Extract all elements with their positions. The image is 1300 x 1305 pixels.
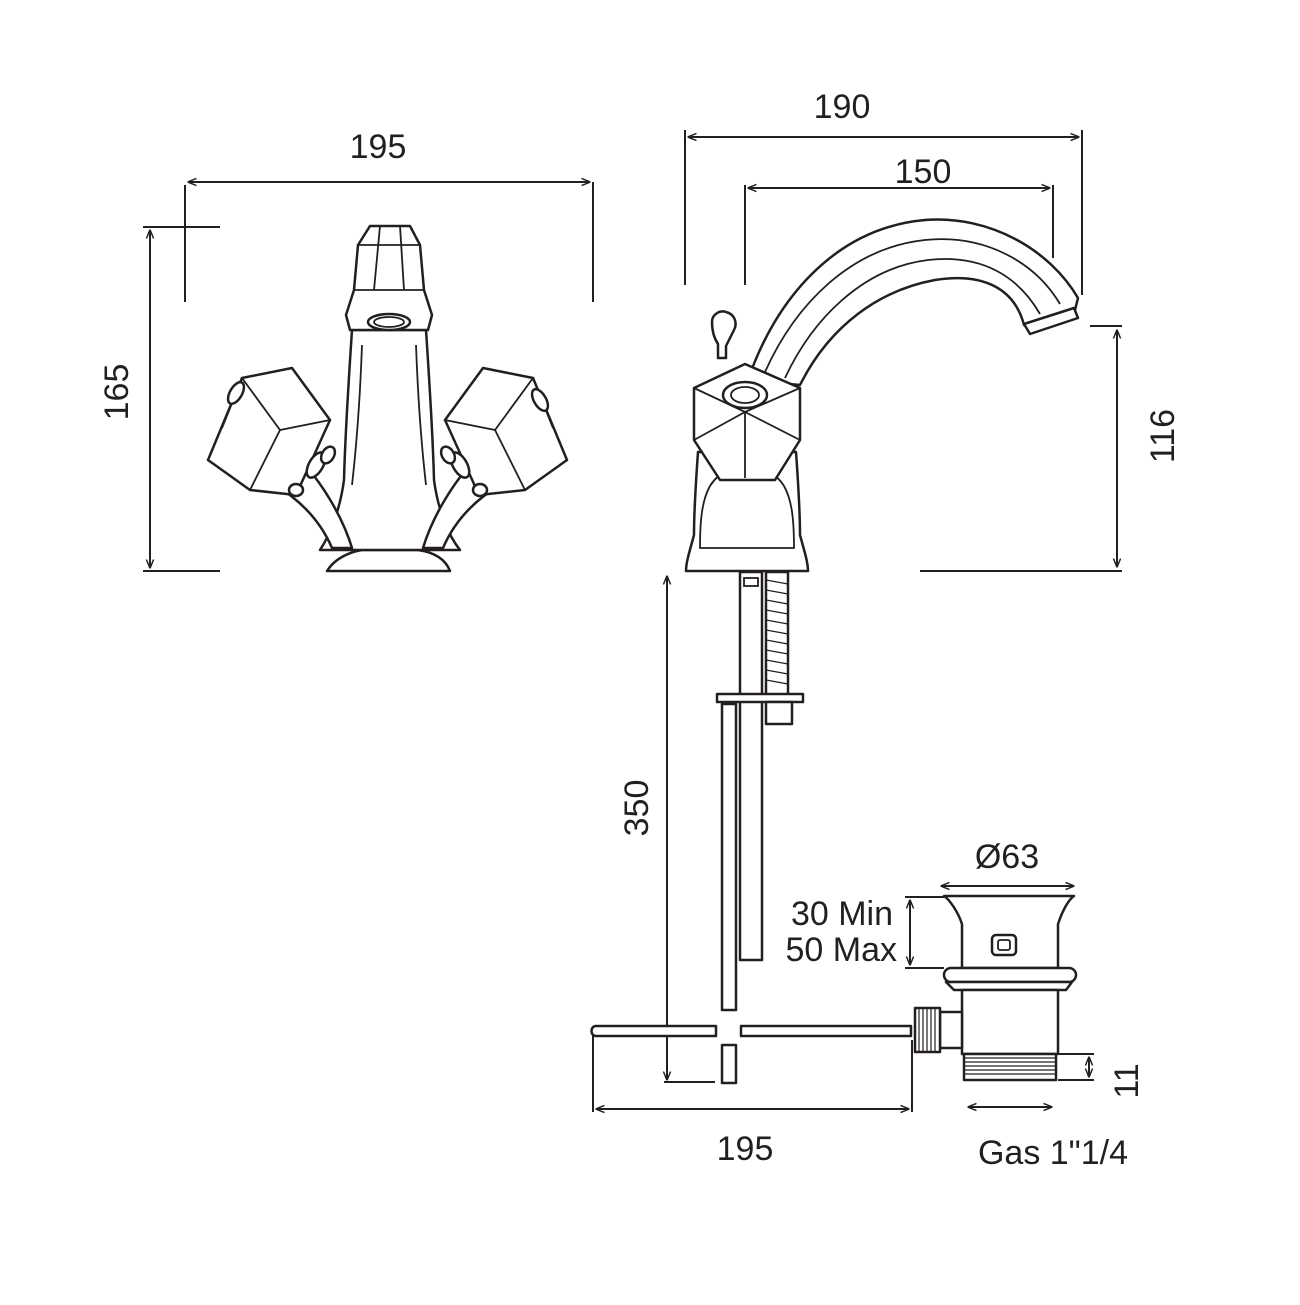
side-overall-reach-dimension: 190 bbox=[684, 88, 1083, 295]
waste-thickness-dimension: 30 Min 50 Max bbox=[786, 895, 944, 969]
side-spout bbox=[746, 218, 1080, 387]
side-popup-lever bbox=[710, 310, 737, 360]
front-width-label: 195 bbox=[350, 128, 407, 166]
side-body bbox=[684, 362, 810, 573]
side-spout-height-label: 116 bbox=[1144, 409, 1182, 463]
waste-body bbox=[913, 894, 1078, 1082]
front-height-dimension: 165 bbox=[98, 226, 220, 572]
side-spout-reach-label: 150 bbox=[895, 153, 952, 191]
side-spout-height-dimension: 116 bbox=[920, 325, 1182, 572]
front-faucet-body bbox=[318, 224, 462, 573]
waste-thread-size-dimension: Gas 1"1/4 bbox=[968, 1107, 1128, 1172]
waste-min-thickness-label: 30 Min bbox=[791, 895, 893, 933]
side-rod-length-dimension: 350 bbox=[618, 576, 715, 1083]
side-spout-reach-dimension: 150 bbox=[744, 153, 1054, 285]
waste-thread-size-label: Gas 1"1/4 bbox=[978, 1134, 1128, 1172]
popup-horizontal-rod: 195 bbox=[590, 1024, 913, 1168]
waste-max-thickness-label: 50 Max bbox=[786, 931, 898, 969]
side-deck-length-label: 195 bbox=[717, 1130, 774, 1168]
bottom-thread bbox=[964, 1057, 1056, 1075]
front-right-handle bbox=[421, 366, 569, 550]
waste-assembly: Ø63 30 Min 50 Max bbox=[786, 838, 1147, 1172]
waste-diameter-label: Ø63 bbox=[975, 838, 1039, 876]
side-mounting-rods bbox=[715, 570, 805, 1085]
front-left-handle bbox=[206, 366, 354, 550]
front-view: 195 165 bbox=[98, 128, 594, 573]
front-width-dimension: 195 bbox=[184, 128, 594, 302]
side-connector-thread bbox=[918, 1008, 936, 1052]
waste-thread-height-dimension: 11 bbox=[1058, 1053, 1146, 1099]
waste-diameter-dimension: Ø63 bbox=[941, 838, 1074, 886]
side-overall-reach-label: 190 bbox=[814, 88, 871, 126]
side-rod-length-label: 350 bbox=[618, 780, 656, 837]
waste-thread-height-label: 11 bbox=[1108, 1063, 1146, 1098]
side-view: 190 150 116 bbox=[590, 88, 1182, 1168]
rod-thread bbox=[765, 579, 789, 685]
front-height-label: 165 bbox=[98, 364, 136, 421]
